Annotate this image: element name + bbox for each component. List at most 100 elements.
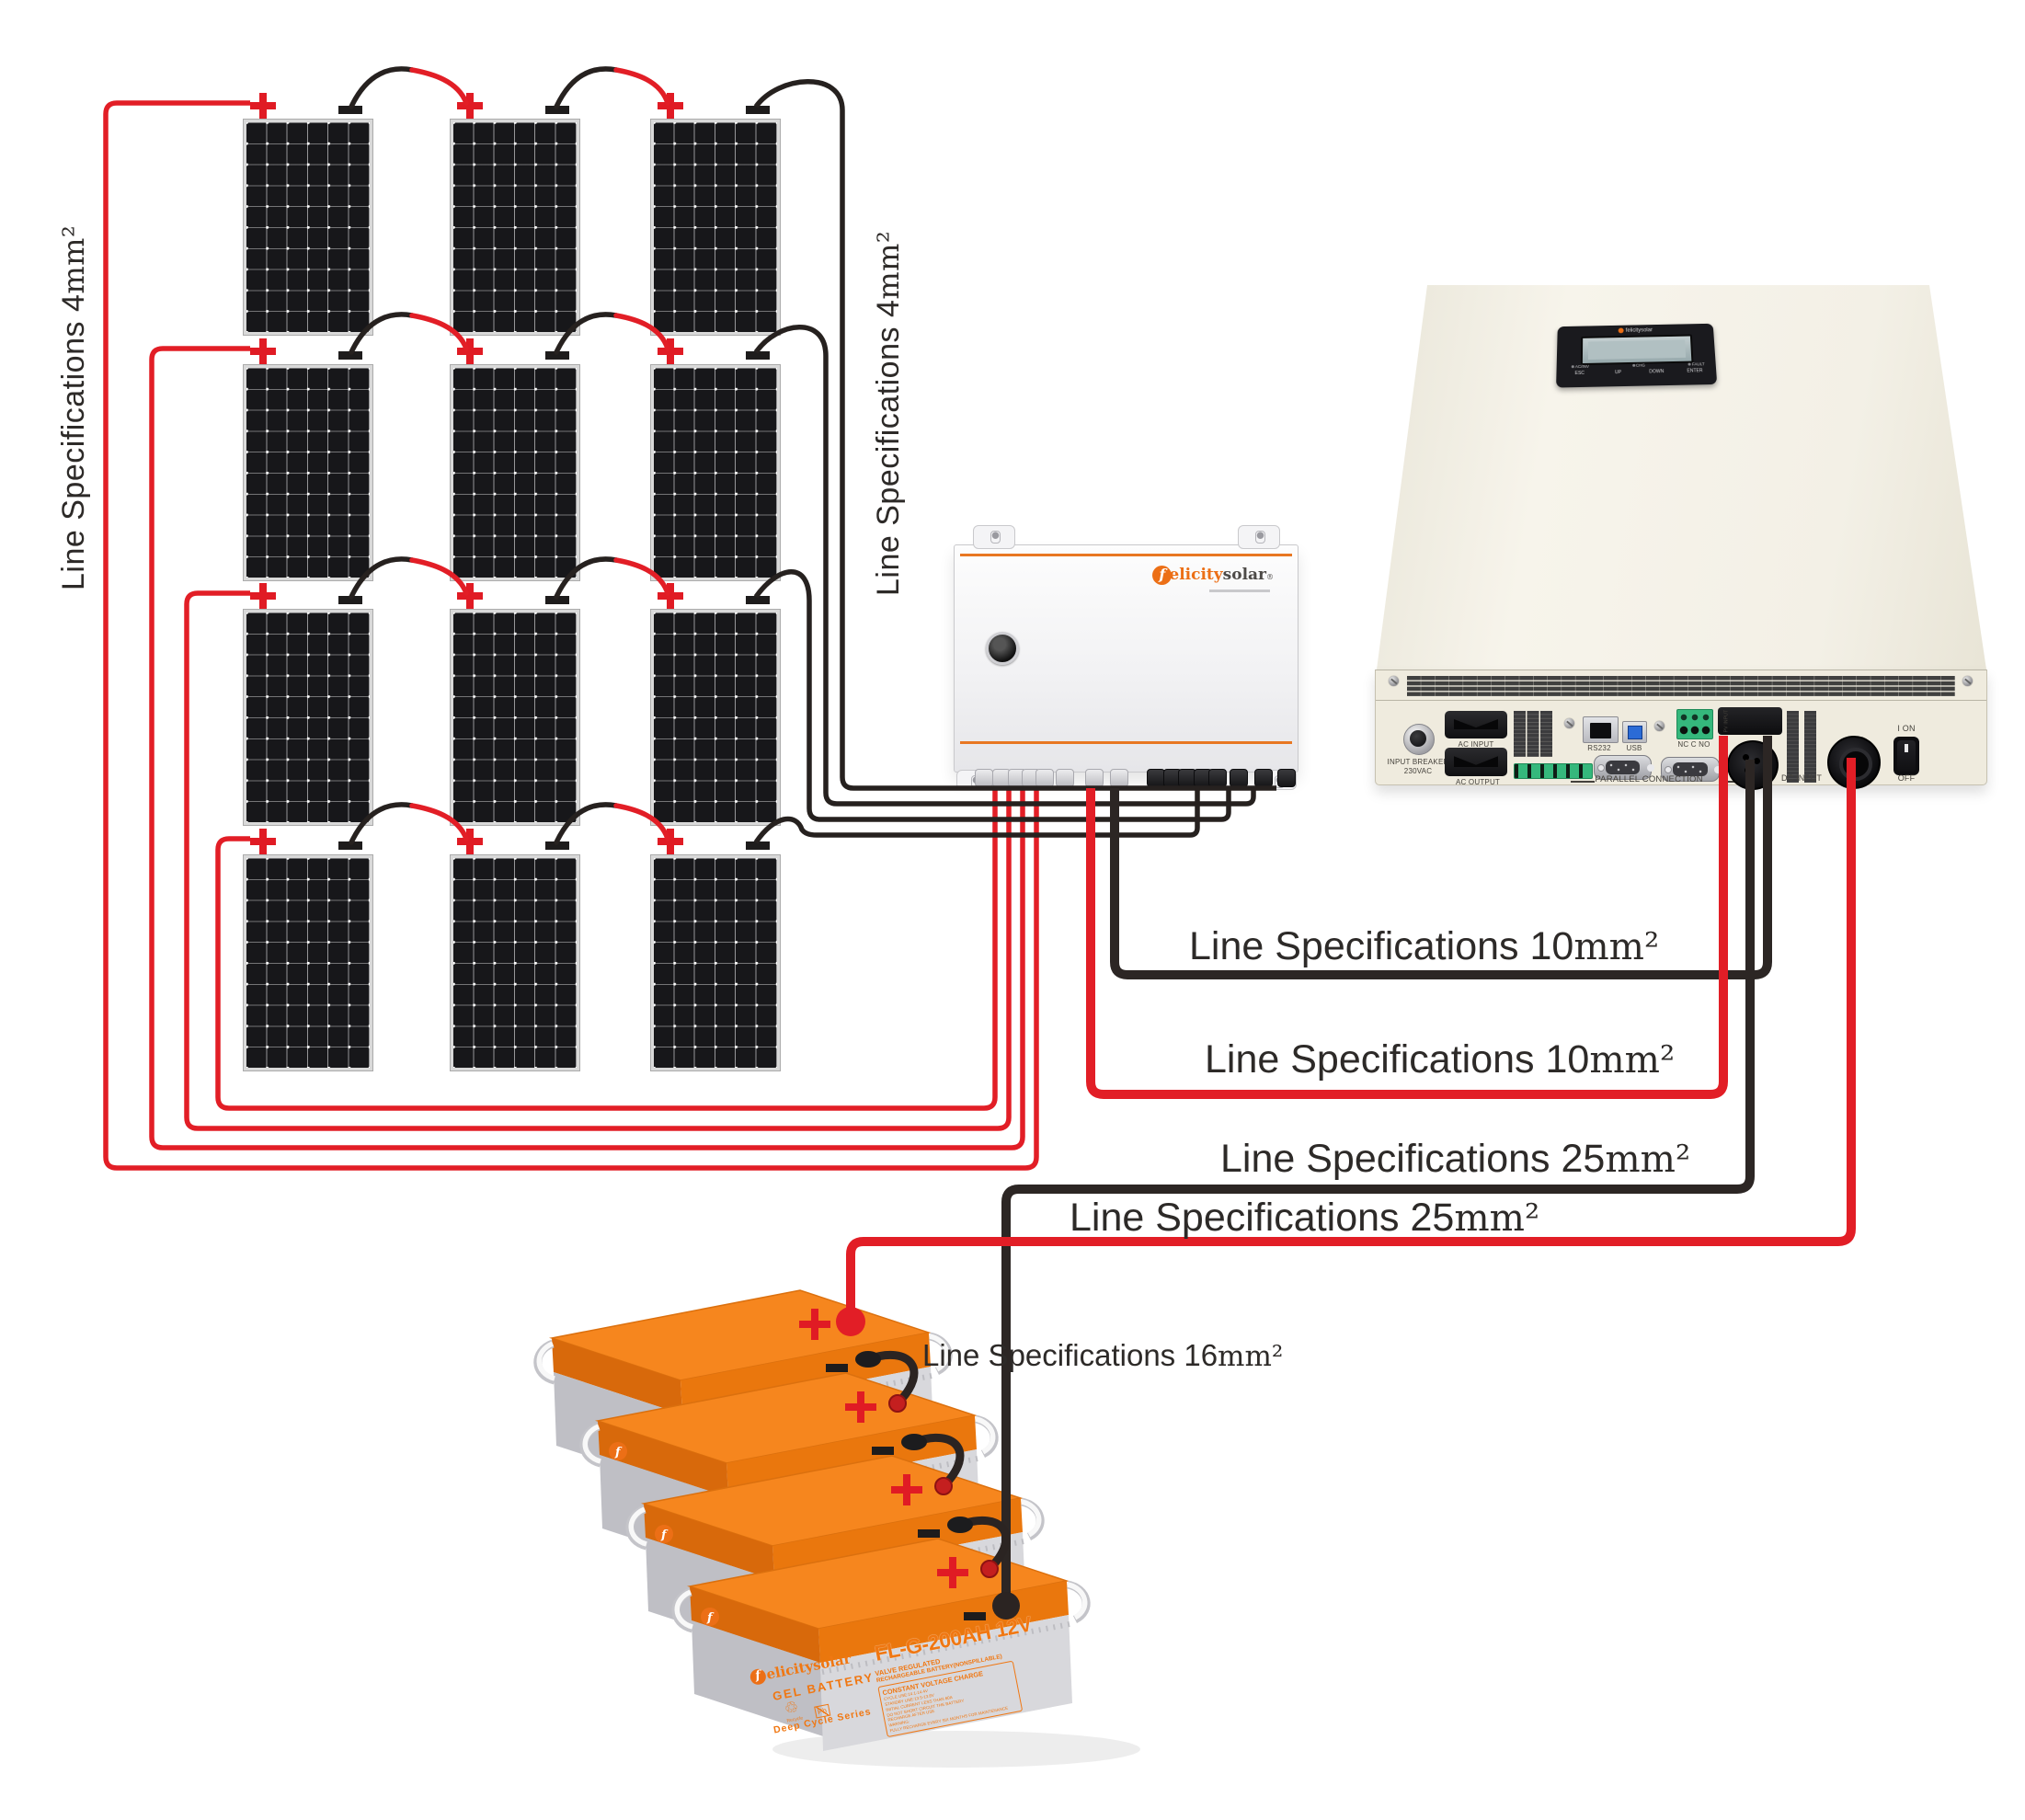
switch-on-label: I ON xyxy=(1897,724,1916,733)
brand-part2: solar xyxy=(1222,566,1266,584)
led-label: FAULT xyxy=(1688,361,1705,366)
minus-mark-icon xyxy=(545,596,569,604)
felicity-f-icon xyxy=(701,1608,719,1626)
rs232-label: RS232 xyxy=(1587,744,1611,752)
cable-gland xyxy=(975,769,993,787)
inverter-port-panel: INPUT BREAKER 230VAC AC INPUT AC OUTPUT … xyxy=(1375,670,1987,790)
lcd-screen xyxy=(1580,334,1694,366)
screw-icon xyxy=(1962,676,1973,686)
down-button[interactable]: DOWN xyxy=(1649,369,1665,375)
negative-terminal xyxy=(947,1517,973,1533)
minus-mark-icon xyxy=(918,1529,940,1538)
cable-gland xyxy=(1056,769,1074,787)
cable-gland xyxy=(1230,769,1248,787)
positive-terminal xyxy=(888,1394,907,1413)
wire-spec-16mm-battery: Line Specifications 16mm² xyxy=(922,1338,1284,1373)
cable-gland xyxy=(1085,769,1104,787)
rs232-port[interactable] xyxy=(1583,716,1619,743)
plus-mark-icon xyxy=(845,1391,876,1423)
minus-mark-icon xyxy=(545,841,569,850)
solar-panel xyxy=(243,829,373,1071)
positive-terminal xyxy=(934,1477,953,1495)
input-breaker-label2: 230VAC xyxy=(1403,767,1433,775)
minus-mark-icon xyxy=(746,106,770,114)
minus-mark-icon xyxy=(746,596,770,604)
wire-spec-10mm-negative: Line Specifications 10mm² xyxy=(1189,924,1660,968)
ac-output-port[interactable] xyxy=(1445,748,1507,776)
wire-spec-25mm-positive: Line Specifications 25mm² xyxy=(1070,1196,1540,1240)
dc-input-socket[interactable] xyxy=(1827,736,1881,789)
plus-mark-icon xyxy=(658,93,683,119)
minus-mark-icon xyxy=(338,106,362,114)
panel-seam xyxy=(1376,700,1986,701)
battery-logo-f: f xyxy=(614,1446,623,1459)
usb-label: USB xyxy=(1626,744,1642,752)
array-wire-spec-left: Line Specifications 4mm² xyxy=(56,224,91,590)
led-label: AC/INV xyxy=(1571,364,1589,369)
cable-gland xyxy=(1277,769,1296,787)
battery-bank-positive-lug xyxy=(836,1307,865,1336)
led-label: CHG xyxy=(1631,363,1645,368)
vent-slots xyxy=(1407,676,1955,696)
battery-jumper-cable xyxy=(910,1434,965,1491)
positive-terminal xyxy=(980,1560,999,1578)
solar-panel xyxy=(243,338,373,581)
negative-terminal xyxy=(901,1434,927,1450)
esc-button[interactable]: ESC xyxy=(1574,370,1585,377)
plus-mark-icon xyxy=(250,829,276,854)
solar-panel xyxy=(450,829,580,1071)
plus-mark-icon xyxy=(937,1557,968,1588)
plus-mark-icon xyxy=(457,583,483,609)
enter-button[interactable]: ENTER xyxy=(1687,368,1703,374)
minus-mark-icon xyxy=(746,351,770,360)
pv-round-socket[interactable] xyxy=(1727,740,1779,790)
minus-mark-icon xyxy=(826,1364,848,1372)
input-breaker[interactable] xyxy=(1403,724,1435,755)
plus-mark-icon xyxy=(658,829,683,854)
up-button[interactable]: UP xyxy=(1614,370,1622,376)
parallel-label: PARALLEL CONNECTION xyxy=(1595,774,1703,784)
pv-input-port[interactable] xyxy=(1718,707,1782,735)
input-breaker-label: INPUT BREAKER xyxy=(1387,758,1449,766)
ac-output-label: AC OUTPUT xyxy=(1455,778,1501,786)
registered-mark: ® xyxy=(1266,573,1274,581)
array-wire-spec-middle: Line Specifications 4mm² xyxy=(871,230,906,596)
ac-input-port[interactable] xyxy=(1445,711,1507,738)
power-switch[interactable] xyxy=(1893,737,1919,775)
screw-icon xyxy=(1564,718,1574,728)
screw-icon xyxy=(1654,721,1665,731)
minus-mark-icon xyxy=(545,351,569,360)
cable-gland xyxy=(1035,769,1054,787)
solar-panel xyxy=(650,338,781,581)
relay-terminal[interactable] xyxy=(1676,709,1713,739)
battery-jumper-cable xyxy=(955,1517,1011,1574)
cable-gland xyxy=(1254,769,1273,787)
plus-mark-icon xyxy=(891,1474,922,1505)
accent-line xyxy=(960,741,1292,744)
minus-mark-icon xyxy=(338,596,362,604)
relay-label: NC C NO xyxy=(1677,740,1710,749)
battery-logo-f: f xyxy=(706,1611,715,1625)
screw-icon xyxy=(1389,676,1399,686)
minus-mark-icon xyxy=(746,841,770,850)
negative-terminal xyxy=(855,1351,881,1368)
cable-gland xyxy=(1110,769,1128,787)
plus-mark-icon xyxy=(799,1309,830,1340)
brand-tagline xyxy=(1209,589,1270,592)
panel-jumper-black xyxy=(349,66,415,109)
vent-slots xyxy=(1514,711,1552,757)
usb-port[interactable] xyxy=(1622,721,1647,743)
door-lock xyxy=(986,632,1019,665)
solar-panel xyxy=(450,583,580,826)
plus-mark-icon xyxy=(457,338,483,364)
panel-jumper-black xyxy=(554,66,619,109)
battery-1 xyxy=(538,1290,948,1503)
switch-off-label: OFF xyxy=(1897,773,1916,783)
minus-mark-icon xyxy=(338,841,362,850)
battery-logo-f: f xyxy=(660,1528,669,1542)
plus-mark-icon xyxy=(250,93,276,119)
battery-minus-marks xyxy=(826,1364,986,1620)
